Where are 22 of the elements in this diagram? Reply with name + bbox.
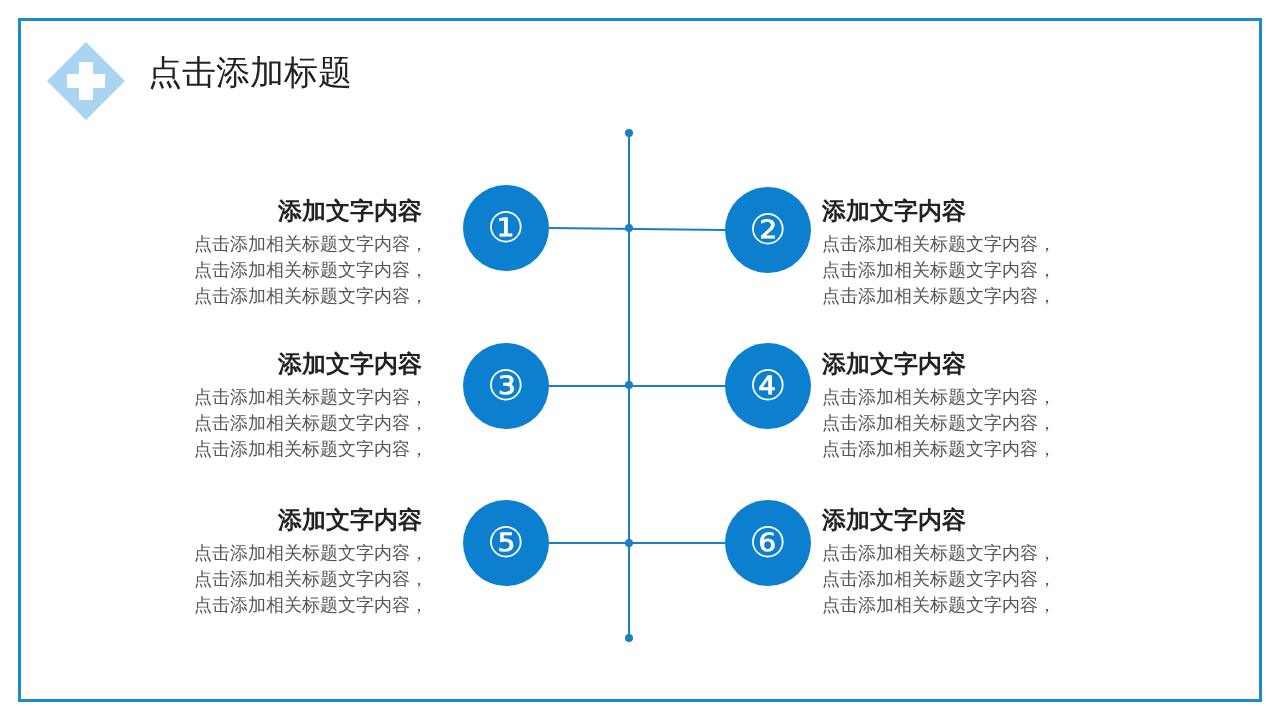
item-description: 点击添加相关标题文字内容，点击添加相关标题文字内容，点击添加相关标题文字内容， bbox=[193, 386, 428, 461]
item-heading: 添加文字内容 bbox=[278, 506, 422, 535]
item-heading: 添加文字内容 bbox=[278, 197, 422, 226]
number-circle: ② bbox=[725, 187, 811, 273]
item-description: 点击添加相关标题文字内容，点击添加相关标题文字内容，点击添加相关标题文字内容， bbox=[822, 542, 1057, 617]
number-circle: ⑥ bbox=[725, 500, 811, 586]
item-heading: 添加文字内容 bbox=[822, 350, 966, 379]
item-description: 点击添加相关标题文字内容，点击添加相关标题文字内容，点击添加相关标题文字内容， bbox=[193, 233, 428, 308]
item-description: 点击添加相关标题文字内容，点击添加相关标题文字内容，点击添加相关标题文字内容， bbox=[822, 233, 1057, 308]
number-circle: ⑤ bbox=[463, 500, 549, 586]
connector-line bbox=[548, 542, 726, 544]
item-description: 点击添加相关标题文字内容，点击添加相关标题文字内容，点击添加相关标题文字内容， bbox=[193, 542, 428, 617]
connector-line bbox=[548, 385, 726, 387]
slide-title: 点击添加标题 bbox=[148, 53, 352, 93]
item-heading: 添加文字内容 bbox=[822, 506, 966, 535]
number-circle: ① bbox=[463, 185, 549, 271]
connector-line bbox=[548, 227, 726, 231]
number-circle: ④ bbox=[725, 343, 811, 429]
number-circle: ③ bbox=[463, 343, 549, 429]
item-description: 点击添加相关标题文字内容，点击添加相关标题文字内容，点击添加相关标题文字内容， bbox=[822, 386, 1057, 461]
item-heading: 添加文字内容 bbox=[278, 350, 422, 379]
item-heading: 添加文字内容 bbox=[822, 197, 966, 226]
